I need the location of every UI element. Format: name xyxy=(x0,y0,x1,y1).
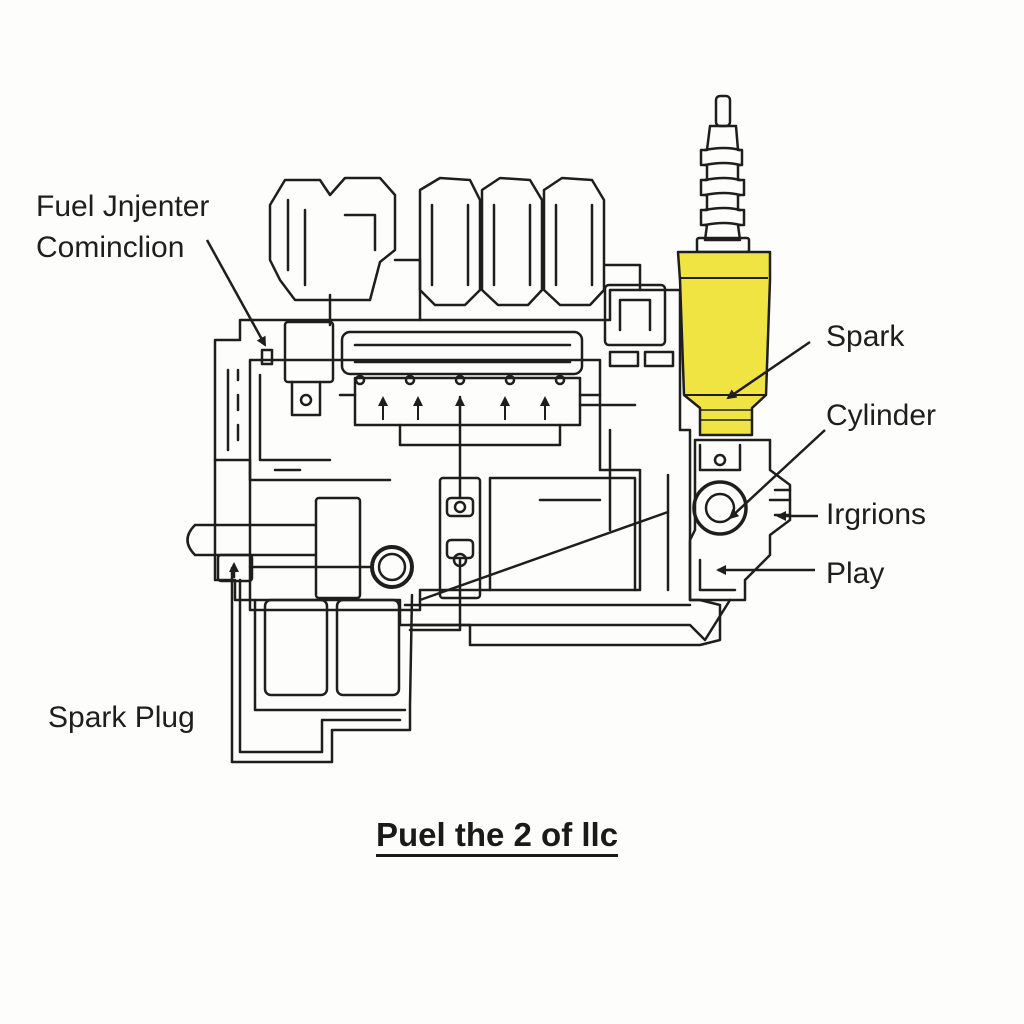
crankcase-right xyxy=(335,598,401,697)
injector-housing xyxy=(283,320,335,384)
label-cylinder: Cylinder xyxy=(826,399,937,432)
label-fuel-injector: Fuel Jnjenter xyxy=(36,190,210,223)
cylinder-head xyxy=(353,376,582,427)
engine-inner-plate xyxy=(248,358,642,612)
label-ignitions: Irgrions xyxy=(826,498,927,531)
crankcase-left xyxy=(263,598,329,697)
spark-plug-body xyxy=(676,250,772,437)
intake-runner-4 xyxy=(542,176,606,307)
intake-runner-2 xyxy=(418,176,482,307)
connecting-rod xyxy=(418,510,670,602)
leader-cylinder xyxy=(728,429,826,520)
label-spark: Spark xyxy=(826,320,905,353)
spark-plug-terminal xyxy=(714,94,732,128)
oil-line xyxy=(230,566,414,764)
fuel-rail xyxy=(340,330,584,376)
label-play: Play xyxy=(826,557,885,590)
intake-runner-1 xyxy=(268,176,397,302)
coolant-pipe xyxy=(186,523,317,557)
cylinder-housing xyxy=(688,438,792,602)
cylinder-port xyxy=(692,480,748,536)
center-column xyxy=(314,496,362,600)
side-bracket xyxy=(603,283,667,347)
label-spark-plug: Spark Plug xyxy=(48,701,195,734)
diagram-caption: Puel the 2 of llc xyxy=(376,817,619,857)
leader-spark xyxy=(726,340,811,400)
intake-runner-3 xyxy=(480,176,544,307)
label-combustion: Cominclion xyxy=(36,231,185,264)
leader-fuel-injector xyxy=(205,239,267,347)
engine-block xyxy=(213,288,722,647)
